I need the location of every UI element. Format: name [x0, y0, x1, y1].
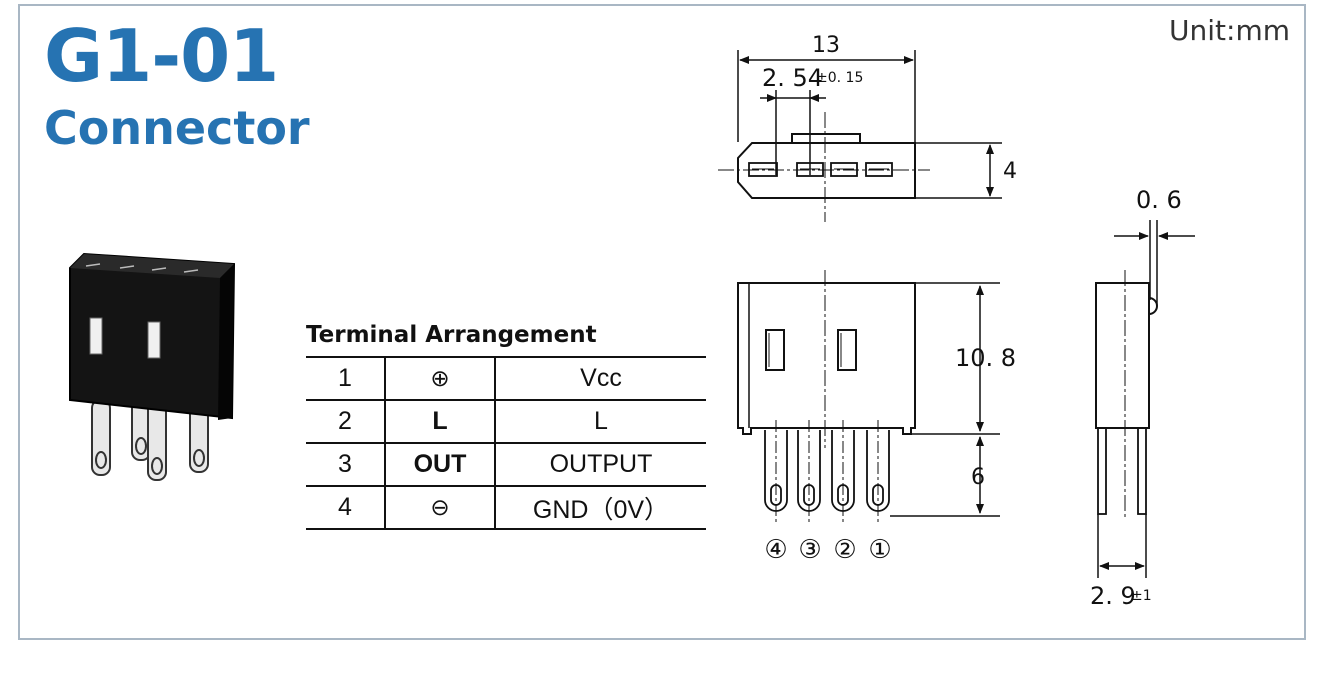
product-title: G1-01	[44, 14, 279, 98]
dim-pitch: 2. 54	[762, 64, 823, 92]
pin-label-3: ③	[798, 535, 821, 565]
table-row: 2 L L	[306, 400, 706, 444]
pin-function: OUTPUT	[495, 443, 706, 487]
dim-top-height: 4	[1003, 159, 1017, 184]
dim-pin-length: 6	[971, 465, 985, 490]
dim-side-width: 2. 9	[1090, 582, 1136, 610]
dim-overall-width: 13	[812, 33, 840, 58]
pin-function: GND（0V）	[495, 486, 706, 530]
pin-label-4: ④	[764, 535, 787, 565]
dim-side-width-tolerance: ±1	[1131, 588, 1152, 604]
dim-pitch-tolerance: ±0. 15	[816, 70, 863, 86]
pin-number: 3	[306, 443, 386, 487]
terminal-arrangement-heading: Terminal Arrangement	[306, 322, 597, 348]
side-view	[1095, 220, 1195, 578]
product-subtitle: Connector	[44, 101, 310, 155]
terminal-arrangement-table: 1 ⊕ Vcc 2 L L 3 OUT OUTPUT 4 ⊖ GND（0V）	[306, 356, 706, 530]
pin-symbol: ⊖	[385, 486, 496, 530]
dim-thickness-small: 0. 6	[1136, 186, 1182, 214]
top-view	[718, 50, 1002, 222]
drawing-frame	[18, 4, 1306, 640]
pin-function: Vcc	[495, 356, 706, 401]
pin-number: 1	[306, 356, 386, 401]
dim-body-height: 10. 8	[955, 344, 1016, 372]
unit-label: Unit:mm	[1169, 14, 1290, 47]
pin-symbol: L	[385, 400, 496, 444]
pin-number: 2	[306, 400, 386, 444]
table-row: 1 ⊕ Vcc	[306, 356, 706, 401]
table-row: 3 OUT OUTPUT	[306, 443, 706, 487]
front-view	[737, 270, 1000, 524]
pin-function: L	[495, 400, 706, 444]
pin-symbol: OUT	[385, 443, 496, 487]
table-row: 4 ⊖ GND（0V）	[306, 486, 706, 530]
pin-symbol: ⊕	[385, 356, 496, 401]
pin-label-2: ②	[833, 535, 856, 565]
connector-photo	[69, 252, 236, 481]
pin-number: 4	[306, 486, 386, 530]
pin-label-1: ①	[868, 535, 891, 565]
